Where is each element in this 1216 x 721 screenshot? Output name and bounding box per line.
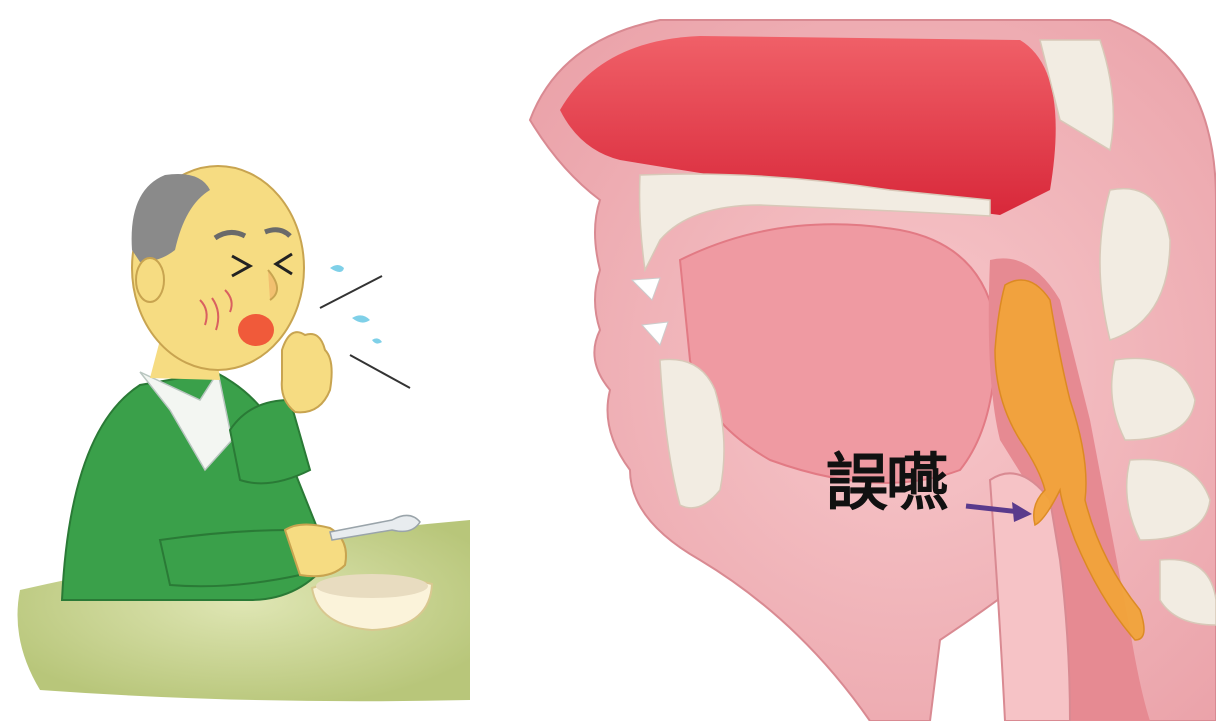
open-mouth <box>238 314 274 346</box>
coughing-man-figure <box>18 166 471 701</box>
cough-line-bottom <box>350 355 410 388</box>
throat-cross-section <box>530 20 1216 721</box>
lower-arm <box>160 530 300 586</box>
cough-line-top <box>320 276 382 308</box>
cough-droplets <box>330 265 382 344</box>
ear <box>136 258 164 302</box>
bowl-food <box>316 574 428 598</box>
aspiration-label: 誤嚥 <box>826 452 946 514</box>
hand-near-mouth <box>282 332 332 412</box>
